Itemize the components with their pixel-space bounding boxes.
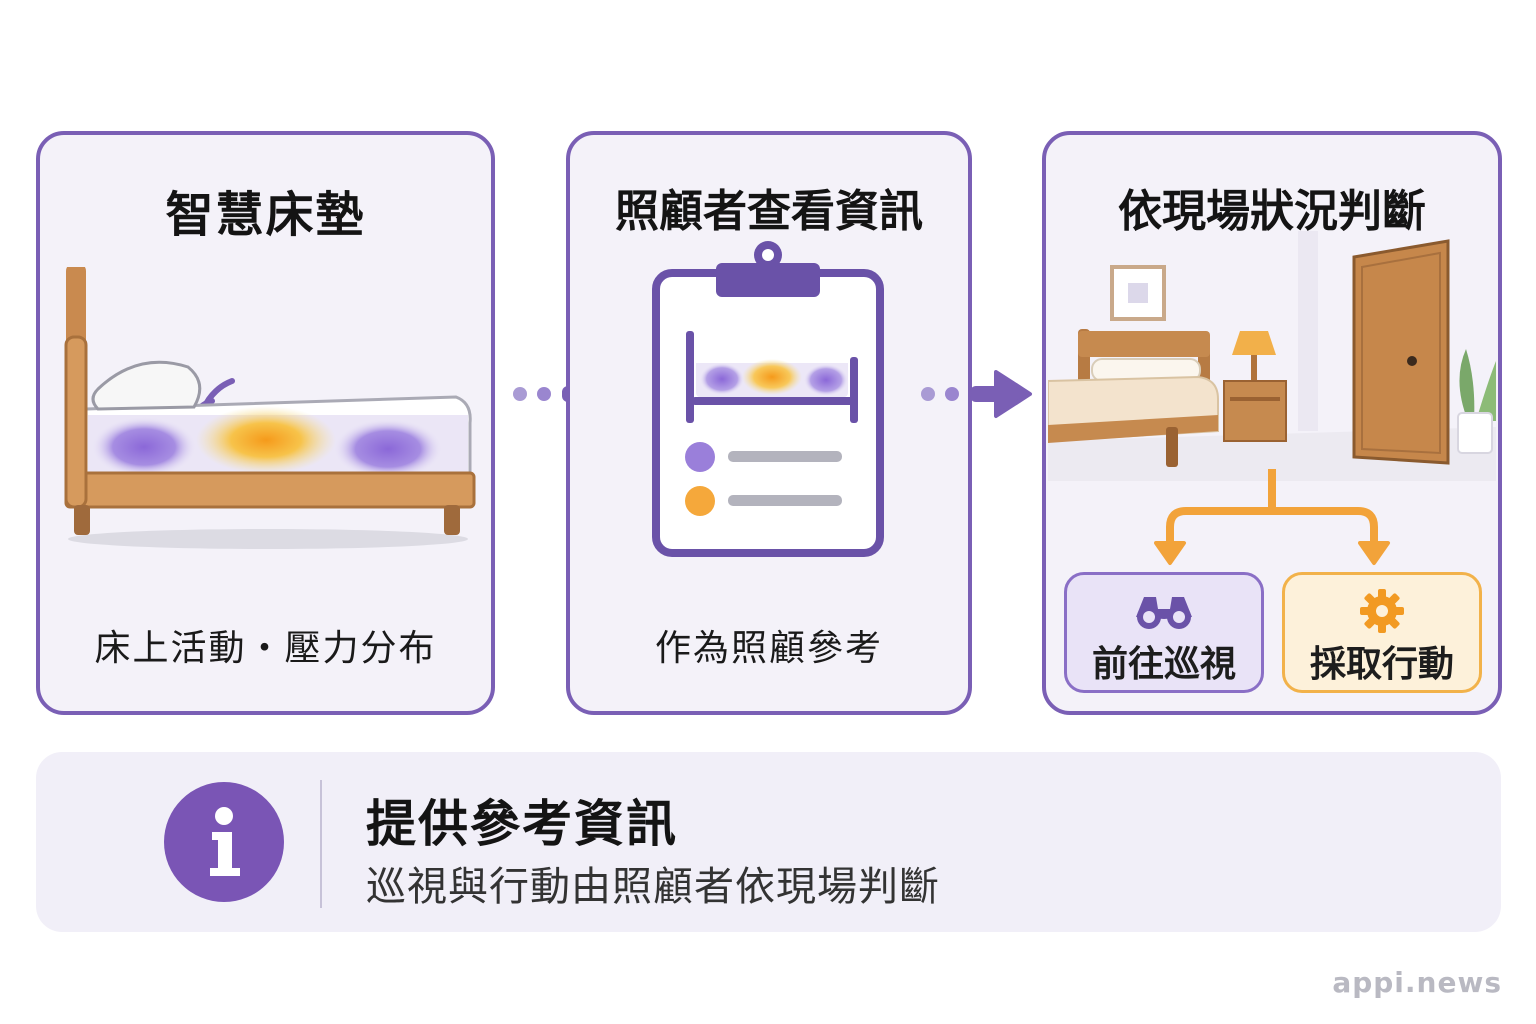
- step-caption: 床上活動・壓力分布: [94, 628, 437, 669]
- option-label: 前往巡視: [1091, 644, 1236, 685]
- info-badge: [164, 782, 284, 902]
- step-caregiver-view: 照顧者查看資訊 作為照顧參考: [566, 131, 972, 715]
- smart-bed-pressure-illustration: [64, 267, 476, 549]
- step-onsite-judgment: 依現場狀況判斷: [1042, 131, 1502, 715]
- step-title: 智慧床墊: [165, 187, 366, 243]
- option-take-action: 採取行動: [1282, 572, 1482, 693]
- info-banner: 提供參考資訊 巡視與行動由照顧者依現場判斷: [36, 752, 1501, 932]
- clipboard-report-icon: [652, 241, 884, 557]
- step-smart-mattress: 智慧床墊 床上活動・壓力分布: [36, 131, 495, 715]
- divider: [320, 780, 322, 908]
- info-title: 提供參考資訊: [366, 795, 678, 853]
- binoculars-icon: [1136, 597, 1192, 629]
- info-icon: [210, 807, 240, 876]
- step-title: 照顧者查看資訊: [615, 186, 923, 237]
- step-title: 依現場狀況判斷: [1118, 186, 1426, 237]
- gear-icon: [1360, 589, 1404, 633]
- flow-arrow: [921, 370, 1032, 418]
- step-caption: 作為照顧參考: [654, 628, 883, 669]
- bedroom-scene-illustration: [1048, 231, 1496, 481]
- option-go-patrol: 前往巡視: [1064, 572, 1264, 693]
- branch-arrows: [1154, 469, 1390, 565]
- option-label: 採取行動: [1309, 644, 1454, 685]
- watermark: appi.news: [1332, 966, 1502, 999]
- info-subtitle: 巡視與行動由照顧者依現場判斷: [366, 864, 940, 910]
